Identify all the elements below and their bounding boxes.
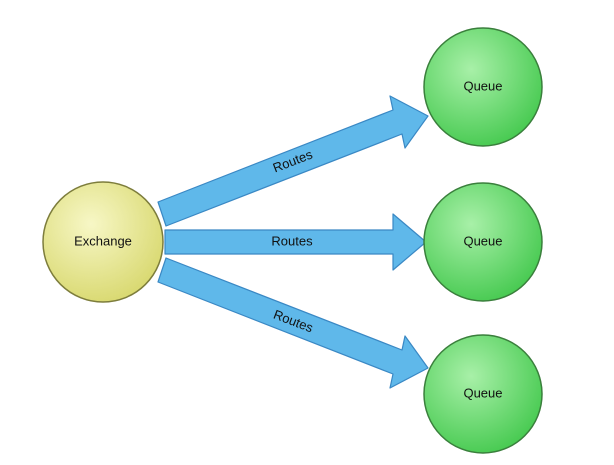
queue-node-3: Queue	[423, 334, 543, 454]
edge-label-2: Routes	[271, 233, 313, 248]
queue-node-2: Queue	[423, 182, 543, 302]
queue-label-2: Queue	[463, 233, 502, 248]
queue-circle-1	[423, 27, 543, 147]
queue-circle-3	[423, 334, 543, 454]
exchange-label: Exchange	[74, 233, 132, 248]
edge-routes-3: Routes	[157, 257, 429, 389]
exchange-circle	[42, 181, 164, 303]
queue-label-3: Queue	[463, 385, 502, 400]
arrow-shape-3	[157, 257, 429, 389]
edge-routes-2: Routes	[164, 213, 427, 271]
queue-node-1: Queue	[423, 27, 543, 147]
queue-label-1: Queue	[463, 78, 502, 93]
arrow-shape-2	[164, 213, 427, 271]
arrow-shape-1	[157, 95, 429, 227]
edge-routes-1: Routes	[157, 95, 429, 227]
exchange-node: Exchange	[42, 181, 164, 303]
queue-circle-2	[423, 182, 543, 302]
